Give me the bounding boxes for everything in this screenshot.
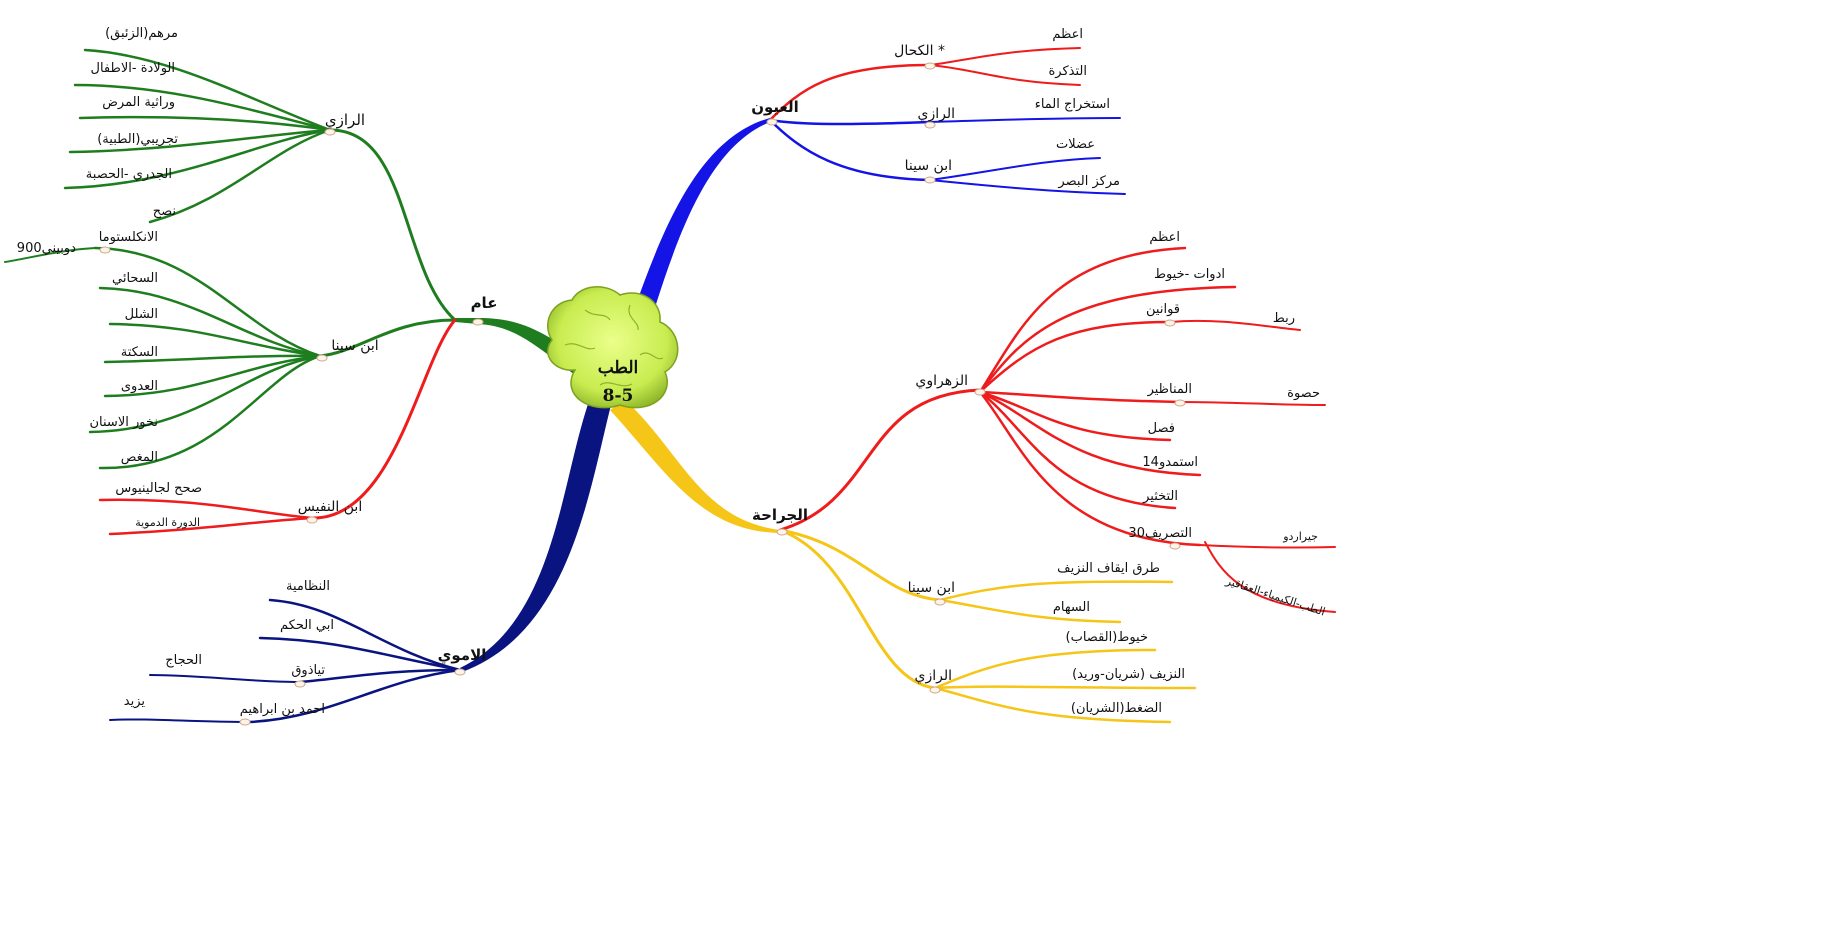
zahrawi-item-5[interactable]: استمدو14 [1142, 455, 1198, 470]
razi-item-2[interactable]: وراثية المرض [102, 95, 175, 110]
kahhal-item-1[interactable]: التذكرة [1049, 64, 1088, 79]
kahhal-item-0[interactable]: اعظم [1052, 27, 1083, 42]
surgery-ibnsina-item-0[interactable]: طرق ايقاف النزيف [1057, 561, 1160, 576]
trunk-eyes [620, 118, 770, 355]
zahrawi-item-0[interactable]: اعظم [1149, 230, 1180, 245]
umayyad-tiyadhuq-sub[interactable]: الحجاج [165, 653, 202, 668]
ibnsina-item-0[interactable]: الانكلستوما [99, 230, 158, 245]
zahrawi-tasrif-sub-1[interactable]: الطب-الكيمياء-العقاقير [1223, 574, 1326, 619]
eyes-labels: العيون الكحال * اعظم التذكرة الرازي استخ… [751, 27, 1120, 189]
ibnsina-item-4[interactable]: العدوى [121, 379, 158, 394]
surgery-razi-item-0[interactable]: خيوط(القصاب) [1066, 630, 1148, 645]
zahrawi-item-7[interactable]: 30التصريف [1128, 526, 1192, 541]
surgery-razi-item-1[interactable]: النزيف (شريان-وريد) [1072, 667, 1185, 682]
eyes-ibnsina-item-0[interactable]: عضلات [1056, 137, 1095, 152]
surgery-ibnsina-label[interactable]: ابن سينا [908, 580, 955, 596]
brain-icon [546, 286, 679, 409]
central-topic[interactable]: الطب 8-5 [546, 286, 679, 409]
general-branch [4, 48, 457, 536]
eyes-razi-label[interactable]: الرازي [918, 106, 956, 122]
nafis-item-1[interactable]: الدورة الدموية [135, 516, 200, 529]
ibnsina-item-6[interactable]: المغص [121, 450, 158, 465]
general-title[interactable]: عام [471, 294, 498, 312]
surgery-razi-label[interactable]: الرازي [915, 668, 953, 684]
razi-item-0[interactable]: مرهم(الزئبق) [105, 26, 178, 41]
zahrawi-item-1[interactable]: ادوات -خيوط [1154, 267, 1225, 282]
surgery-labels: الجراحة الزهراوي اعظم ادوات -خيوط قوانين… [752, 230, 1327, 716]
zahrawi-tasrif-sub-0[interactable]: جيراردو [1282, 530, 1318, 543]
central-subtitle: 8-5 [603, 386, 634, 406]
general-nafis-label[interactable]: ابن النفيس [298, 499, 362, 515]
eyes-branch [768, 47, 1126, 195]
zahrawi-manathir-sub[interactable]: حصوة [1287, 386, 1320, 401]
zahrawi-qawanin-sub[interactable]: ربط [1273, 311, 1295, 326]
general-razi-label[interactable]: الرازي [325, 111, 365, 130]
umayyad-item-3[interactable]: احمد بن ابراهيم [240, 702, 325, 717]
eyes-kahhal-label[interactable]: الكحال * [894, 43, 945, 59]
surgery-razi-item-2[interactable]: الضغط(الشريان) [1071, 701, 1162, 716]
central-title: الطب [598, 358, 639, 378]
nafis-item-0[interactable]: صحح لجالينيوس [115, 481, 202, 496]
razi-item-1[interactable]: الولادة -الاطفال [91, 61, 175, 76]
node-dots [99, 62, 1186, 726]
razi-item-4[interactable]: الجدري -الحصبة [86, 167, 172, 182]
general-ibnsina-label[interactable]: ابن سينا [331, 338, 378, 354]
ibnsina-item-2[interactable]: الشلل [125, 307, 158, 322]
razi-item-3[interactable]: تجريبي(الطبية) [97, 132, 178, 147]
umayyad-branch [109, 598, 462, 724]
zahrawi-item-6[interactable]: التخثير [1142, 489, 1178, 504]
umayyad-ahmad-sub[interactable]: يزيد [124, 694, 146, 709]
ibnsina-item-3[interactable]: السكتة [121, 345, 158, 360]
ibnsina-sub[interactable]: 900دوبيني [17, 241, 76, 256]
zahrawi-item-3[interactable]: المناظير [1147, 382, 1192, 397]
umayyad-item-1[interactable]: ابي الحكم [280, 618, 334, 633]
eyes-ibnsina-item-1[interactable]: مركز البصر [1057, 174, 1120, 189]
umayyad-labels: الاموي النظامية ابي الحكم تياذوق الحجاج … [124, 579, 487, 717]
umayyad-item-0[interactable]: النظامية [286, 579, 330, 594]
zahrawi-item-4[interactable]: فصل [1148, 421, 1175, 436]
zahrawi-item-2[interactable]: قوانين [1146, 302, 1180, 317]
surgery-branch [778, 246, 1336, 724]
surgery-ibnsina-item-1[interactable]: السهام [1053, 600, 1090, 615]
trunk-umayyad [460, 385, 615, 672]
eyes-razi-item-0[interactable]: استخراج الماء [1035, 97, 1110, 112]
umayyad-title[interactable]: الاموي [438, 646, 487, 665]
surgery-title[interactable]: الجراحة [752, 506, 808, 524]
general-labels: عام الرازي مرهم(الزئبق) الولادة -الاطفال… [17, 26, 498, 529]
ibnsina-item-1[interactable]: السحائي [112, 271, 158, 286]
zahrawi-label[interactable]: الزهراوي [915, 373, 968, 389]
ibnsina-item-5[interactable]: نخور الاسنان [90, 415, 159, 430]
eyes-title[interactable]: العيون [751, 98, 799, 116]
trunk-surgery [610, 400, 780, 533]
razi-item-5[interactable]: نصح [153, 204, 176, 219]
eyes-ibnsina-label[interactable]: ابن سينا [905, 158, 952, 174]
umayyad-item-2[interactable]: تياذوق [291, 663, 325, 678]
